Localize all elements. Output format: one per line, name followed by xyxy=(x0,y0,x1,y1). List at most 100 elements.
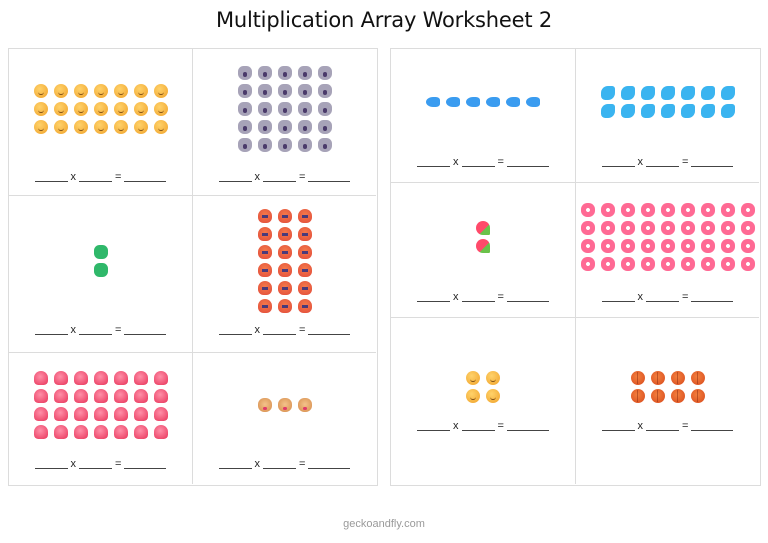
koala-icon xyxy=(237,137,252,152)
cherry-blossom-icon xyxy=(740,202,755,217)
product-blank[interactable] xyxy=(124,333,167,335)
emoji-array xyxy=(391,219,575,255)
mushroom-icon xyxy=(93,424,108,439)
mushroom-icon xyxy=(73,406,88,421)
mushroom-icon xyxy=(33,424,48,439)
factor-2-blank[interactable] xyxy=(263,467,297,469)
equation-row: x= xyxy=(576,292,759,303)
factor-1-blank[interactable] xyxy=(34,467,68,469)
mushroom-icon xyxy=(133,424,148,439)
mushroom-icon xyxy=(113,406,128,421)
smiley-face-icon xyxy=(466,389,480,403)
cherry-blossom-icon xyxy=(680,220,695,235)
factor-1-blank[interactable] xyxy=(218,467,252,469)
product-blank[interactable] xyxy=(691,165,734,167)
array-row xyxy=(31,118,171,136)
product-blank[interactable] xyxy=(308,333,351,335)
mushroom-icon xyxy=(53,424,68,439)
smiley-face-icon xyxy=(153,119,168,134)
smiley-face-icon xyxy=(486,371,500,385)
emoji-array xyxy=(193,207,376,315)
product-blank[interactable] xyxy=(691,429,734,431)
smiley-face-icon xyxy=(33,83,48,98)
factor-1-blank[interactable] xyxy=(34,333,68,335)
equation-row: x= xyxy=(576,421,759,432)
left-panel: x=x=x=x=x=x= xyxy=(8,48,378,486)
array-row xyxy=(235,64,335,82)
array-row xyxy=(255,207,315,225)
equals-sign: = xyxy=(299,171,306,183)
angry-face-icon xyxy=(257,280,272,295)
angry-face-icon xyxy=(297,298,312,313)
mushroom-icon xyxy=(113,424,128,439)
dolphin-icon xyxy=(620,104,635,118)
array-row xyxy=(31,405,171,423)
factor-2-blank[interactable] xyxy=(79,467,113,469)
koala-icon xyxy=(297,83,312,98)
dolphin-icon xyxy=(620,86,635,100)
koala-icon xyxy=(277,83,292,98)
product-blank[interactable] xyxy=(124,180,167,182)
factor-1-blank[interactable] xyxy=(601,165,635,167)
smiley-face-icon xyxy=(153,83,168,98)
factor-2-blank[interactable] xyxy=(461,165,495,167)
four-leaf-clover-icon xyxy=(93,244,108,259)
cherry-blossom-icon xyxy=(660,256,675,271)
dog-face-icon xyxy=(277,397,292,412)
factor-2-blank[interactable] xyxy=(646,429,680,431)
smiley-face-icon xyxy=(113,101,128,116)
times-sign: x xyxy=(453,291,459,303)
product-blank[interactable] xyxy=(308,180,351,182)
basketball-icon xyxy=(650,389,665,403)
factor-1-blank[interactable] xyxy=(417,429,451,431)
angry-face-icon xyxy=(257,226,272,241)
angry-face-icon xyxy=(277,226,292,241)
angry-face-icon xyxy=(297,226,312,241)
product-blank[interactable] xyxy=(506,165,549,167)
factor-2-blank[interactable] xyxy=(646,300,680,302)
fish-icon xyxy=(526,97,540,107)
koala-icon xyxy=(277,137,292,152)
equation-row: x= xyxy=(193,325,376,336)
factor-1-blank[interactable] xyxy=(417,300,451,302)
factor-2-blank[interactable] xyxy=(79,180,113,182)
smiley-face-icon xyxy=(486,389,500,403)
factor-1-blank[interactable] xyxy=(34,180,68,182)
equals-sign: = xyxy=(115,458,122,470)
factor-2-blank[interactable] xyxy=(79,333,113,335)
mushroom-icon xyxy=(153,406,168,421)
right-panel: x=x=x=x=x=x= xyxy=(390,48,761,486)
product-blank[interactable] xyxy=(308,467,351,469)
dolphin-icon xyxy=(600,86,615,100)
cherry-blossom-icon xyxy=(700,202,715,217)
dolphin-icon xyxy=(640,104,655,118)
cherry-blossom-icon xyxy=(700,238,715,253)
factor-2-blank[interactable] xyxy=(461,429,495,431)
factor-2-blank[interactable] xyxy=(461,300,495,302)
array-row xyxy=(91,261,111,279)
product-blank[interactable] xyxy=(506,300,549,302)
product-blank[interactable] xyxy=(124,467,167,469)
factor-1-blank[interactable] xyxy=(218,180,252,182)
equals-sign: = xyxy=(299,458,306,470)
smiley-face-icon xyxy=(93,83,108,98)
factor-1-blank[interactable] xyxy=(417,165,451,167)
factor-2-blank[interactable] xyxy=(263,180,297,182)
cherry-blossom-icon xyxy=(580,202,595,217)
fish-icon xyxy=(446,97,460,107)
factor-1-blank[interactable] xyxy=(218,333,252,335)
factor-1-blank[interactable] xyxy=(601,429,635,431)
cherry-blossom-icon xyxy=(680,238,695,253)
array-row xyxy=(235,118,335,136)
cherry-blossom-icon xyxy=(580,256,595,271)
equation-row: x= xyxy=(576,157,759,168)
dolphin-icon xyxy=(680,86,695,100)
factor-2-blank[interactable] xyxy=(263,333,297,335)
factor-1-blank[interactable] xyxy=(601,300,635,302)
factor-2-blank[interactable] xyxy=(646,165,680,167)
product-blank[interactable] xyxy=(691,300,734,302)
product-blank[interactable] xyxy=(506,429,549,431)
array-row xyxy=(31,100,171,118)
dog-face-icon xyxy=(257,397,272,412)
smiley-face-icon xyxy=(466,371,480,385)
